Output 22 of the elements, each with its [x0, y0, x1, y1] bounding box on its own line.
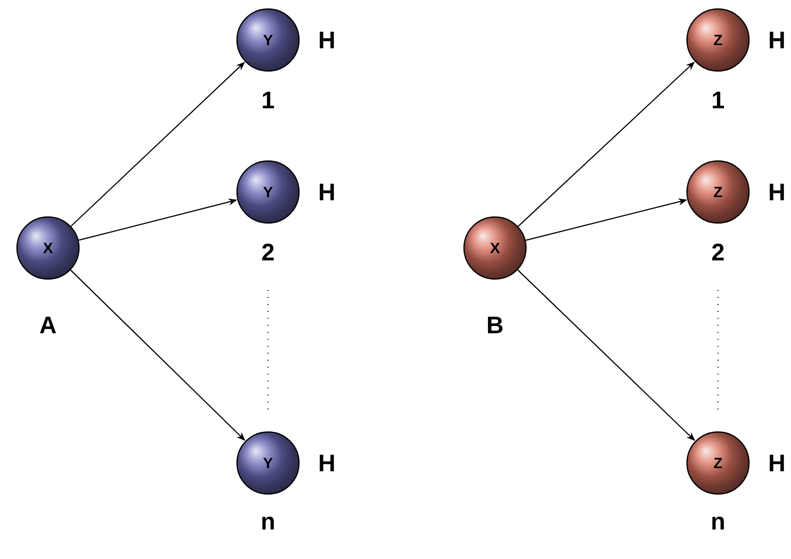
node-label: n	[712, 516, 724, 530]
ball: Y	[236, 431, 300, 495]
ball: Y	[236, 160, 300, 224]
ball: X	[16, 216, 80, 280]
node-label: A	[40, 316, 56, 334]
node-label: 2	[262, 244, 274, 260]
ball: Z	[686, 8, 750, 72]
node-label: 1	[712, 92, 724, 108]
ball: Z	[686, 431, 750, 495]
node-label: H	[320, 454, 334, 472]
node-label: 2	[712, 244, 724, 260]
ball: X	[463, 216, 527, 280]
node-label: H	[770, 184, 784, 200]
node-label: H	[320, 32, 334, 48]
node-label: H	[320, 184, 334, 200]
node-label: n	[262, 516, 274, 530]
node-label: B	[488, 316, 503, 334]
node-label: H	[770, 32, 784, 48]
node-label: H	[770, 454, 784, 472]
node-label: 1	[262, 92, 274, 108]
ball: Y	[236, 8, 300, 72]
ball: Z	[686, 160, 750, 224]
